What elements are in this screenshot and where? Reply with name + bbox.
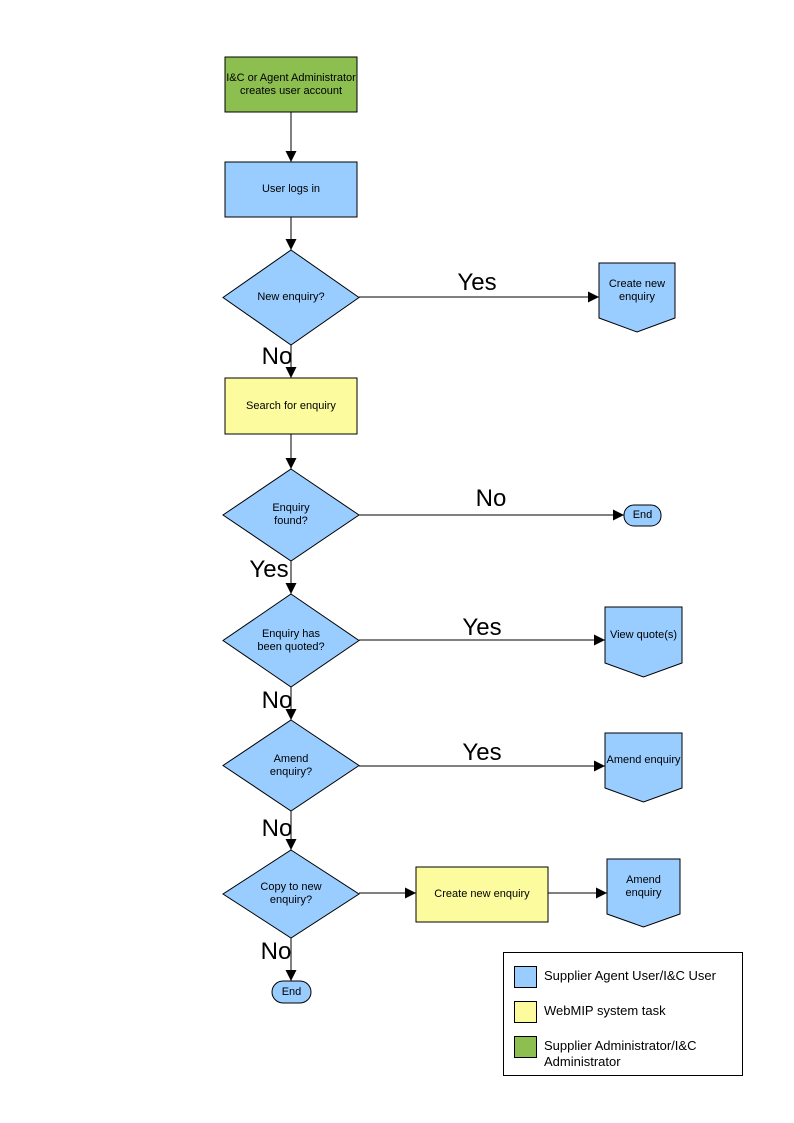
offpage-create-new-enquiry-label: Create new enquiry [608, 277, 666, 303]
decision-new-enquiry-shape [222, 249, 360, 346]
process-create-account-shape [224, 56, 358, 113]
decision-enquiry-quoted-label: Enquiry has been quoted? [257, 627, 325, 653]
legend-item-admin: Supplier Administrator/I&C Administrator [514, 1036, 742, 1071]
decision-copy-to-new-label: Copy to new enquiry? [260, 881, 322, 906]
legend-label-user: Supplier Agent User/I&C User [544, 968, 716, 983]
offpage-view-quotes-shape [604, 606, 683, 678]
terminator-end-2-label: End [281, 985, 302, 998]
process-create-account-label: I&C or Agent Administrator creates user … [226, 71, 356, 97]
edge-label-copy-to-new-no: No [260, 938, 292, 965]
decision-copy-to-new-shape [222, 849, 360, 939]
offpage-amend-enquiry-2-label: Amend enquiry [625, 873, 662, 899]
decision-new-enquiry-label: New enquiry? [257, 291, 325, 303]
edge-label-enquiry-found-yes: Yes [249, 556, 289, 583]
legend-swatch-admin-icon [514, 1036, 537, 1058]
offpage-view-quotes-label: View quote(s) [609, 628, 678, 641]
edge-label-enquiry-found-no: No [475, 485, 507, 512]
decision-enquiry-quoted-shape [222, 593, 360, 688]
decision-enquiry-found-shape [222, 468, 360, 562]
process-create-new-enquiry-label: Create new enquiry [434, 888, 530, 900]
offpage-create-new-enquiry-shape [598, 262, 676, 333]
edge-label-amend-enquiry-yes: Yes [462, 739, 502, 766]
process-create-new-enquiry-shape [415, 866, 549, 923]
edge-label-new-enquiry-yes: Yes [457, 269, 497, 296]
legend-label-system: WebMIP system task [544, 1003, 666, 1018]
terminator-end-1-shape [623, 504, 662, 527]
process-user-logs-in-label: User logs in [261, 183, 321, 195]
offpage-amend-enquiry-2-shape [606, 858, 681, 928]
legend-swatch-system-icon [514, 1001, 537, 1023]
decision-enquiry-found-label: Enquiry found? [272, 502, 310, 527]
edge-label-enquiry-quoted-yes: Yes [462, 614, 502, 641]
offpage-amend-enquiry-1-shape [604, 732, 683, 803]
terminator-end-1-label: End [632, 509, 653, 521]
edge-label-amend-enquiry-no: No [261, 815, 293, 842]
decision-amend-enquiry-label: Amend enquiry? [269, 752, 313, 778]
legend: Supplier Agent User/I&C User WebMIP syst… [503, 952, 743, 1076]
legend-swatch-user-icon [514, 966, 537, 988]
edge-label-enquiry-quoted-no: No [261, 687, 293, 714]
decision-amend-enquiry-shape [222, 719, 360, 812]
edge-label-new-enquiry-no: No [261, 343, 293, 370]
terminator-end-2-shape [271, 980, 312, 1004]
offpage-amend-enquiry-1-label: Amend enquiry [606, 754, 681, 766]
process-search-for-enquiry-label: Search for enquiry [246, 399, 336, 412]
legend-item-system: WebMIP system task [514, 1001, 742, 1036]
process-user-logs-in-shape [224, 161, 358, 218]
process-search-for-enquiry-shape [224, 377, 358, 435]
legend-item-user: Supplier Agent User/I&C User [514, 966, 742, 1001]
legend-label-admin: Supplier Administrator/I&C Administrator [544, 1038, 697, 1069]
